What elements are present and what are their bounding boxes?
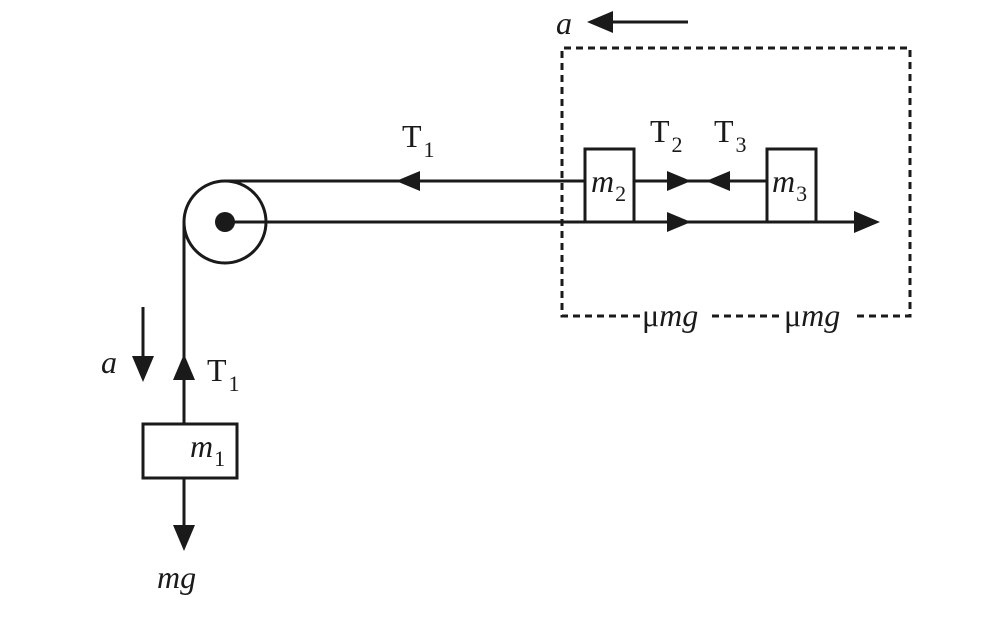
tension-t1-upper-sub: 1 [424, 137, 435, 162]
t1-upper-arrowhead [396, 171, 420, 191]
block-m2 [583, 147, 636, 224]
tension-t2-label: T2 [650, 113, 683, 157]
accel-arrow-left [132, 307, 154, 382]
block-m1 [141, 422, 239, 480]
friction-right-mu: μ [784, 297, 801, 333]
accel-arrow-top [587, 11, 688, 33]
mass-m1-base: m [190, 428, 213, 464]
t2-arrowhead [667, 171, 691, 191]
strings [182, 179, 870, 535]
t3-arrowhead [706, 171, 730, 191]
friction-left-mg: mg [659, 297, 698, 333]
accel-label-left: a [101, 344, 117, 380]
lower-string-mid-arrowhead [667, 212, 691, 232]
tension-t2-sub: 2 [672, 132, 683, 157]
tension-t1-upper-base: T [402, 118, 422, 154]
tension-t3-sub: 3 [736, 132, 747, 157]
tension-t2-base: T [650, 113, 670, 149]
mass-m2-label: m2 [591, 163, 626, 206]
tension-t1-vertical-base: T [207, 352, 227, 388]
tension-t1-vertical-sub: 1 [229, 371, 240, 396]
mass-m2-sub: 2 [615, 181, 626, 206]
friction-label-right: μmg [784, 297, 840, 333]
mass-m3-sub: 3 [796, 181, 807, 206]
mass-m1-sub: 1 [214, 446, 225, 471]
mass-m1-label: m1 [190, 428, 225, 471]
system-boundary [560, 46, 912, 318]
friction-label-left: μmg [642, 297, 698, 333]
tension-t1-vertical-label: T1 [207, 352, 240, 396]
block-m3 [765, 147, 818, 224]
mass-m3-label: m3 [772, 163, 807, 206]
accel-label-top: a [556, 5, 572, 41]
weight-arrowhead [173, 525, 195, 551]
tension-t1-upper-label: T1 [402, 118, 435, 162]
mass-m3-base: m [772, 163, 795, 199]
friction-right-mg: mg [801, 297, 840, 333]
lower-string-end-arrowhead [854, 211, 880, 233]
t1-vertical-arrowhead [173, 354, 195, 380]
weight-label: mg [157, 559, 196, 595]
tension-t3-label: T3 [714, 113, 747, 157]
mass-m2-base: m [591, 163, 614, 199]
tension-t3-base: T [714, 113, 734, 149]
friction-left-mu: μ [642, 297, 659, 333]
